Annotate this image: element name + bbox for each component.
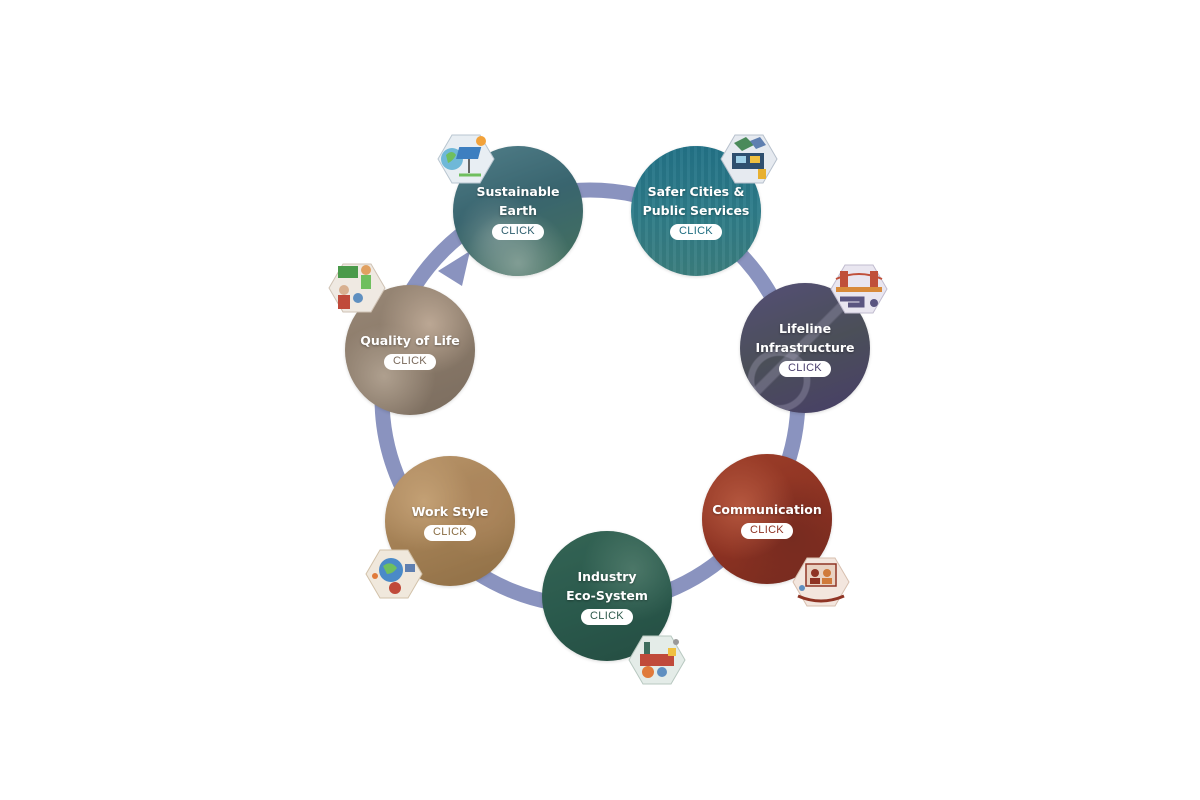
industry-ecosystem-click-button[interactable]: CLICK bbox=[581, 609, 633, 625]
video-call-icon bbox=[792, 557, 850, 607]
lifeline-infrastructure-click-button[interactable]: CLICK bbox=[779, 361, 831, 377]
quality-of-life-title: Quality of Life bbox=[360, 332, 460, 348]
bridge-icon bbox=[830, 264, 888, 314]
safer-cities-click-button[interactable]: CLICK bbox=[670, 224, 722, 240]
lifeline-infrastructure-title-line-1: Lifeline bbox=[778, 321, 832, 336]
sustainable-earth-title-line-1: Sustainable bbox=[476, 184, 560, 199]
factory-gear-icon bbox=[628, 635, 686, 685]
industry-ecosystem-title-line-2: Eco-System bbox=[566, 588, 648, 603]
sustainable-earth-title-line-2: Earth bbox=[498, 203, 537, 218]
node-lifeline-infrastructure[interactable]: Lifeline Infrastructure CLICK bbox=[740, 283, 870, 413]
solar-globe-icon bbox=[437, 134, 495, 184]
communication-title: Communication bbox=[712, 501, 822, 517]
city-services-icon bbox=[720, 134, 778, 184]
safer-cities-title-line-1: Safer Cities & bbox=[647, 184, 745, 199]
communication-click-button[interactable]: CLICK bbox=[741, 522, 793, 539]
sustainable-earth-click-button[interactable]: CLICK bbox=[492, 224, 544, 240]
global-worker-icon bbox=[365, 549, 423, 599]
industry-ecosystem-title-line-1: Industry bbox=[577, 569, 637, 584]
node-communication[interactable]: Communication CLICK bbox=[702, 454, 832, 584]
quality-of-life-click-button[interactable]: CLICK bbox=[384, 353, 436, 370]
work-style-click-button[interactable]: CLICK bbox=[424, 524, 476, 541]
work-style-title: Work Style bbox=[411, 503, 489, 519]
safer-cities-title-line-2: Public Services bbox=[642, 203, 750, 218]
family-health-icon bbox=[328, 263, 386, 313]
lifeline-infrastructure-title-line-2: Infrastructure bbox=[755, 340, 855, 355]
